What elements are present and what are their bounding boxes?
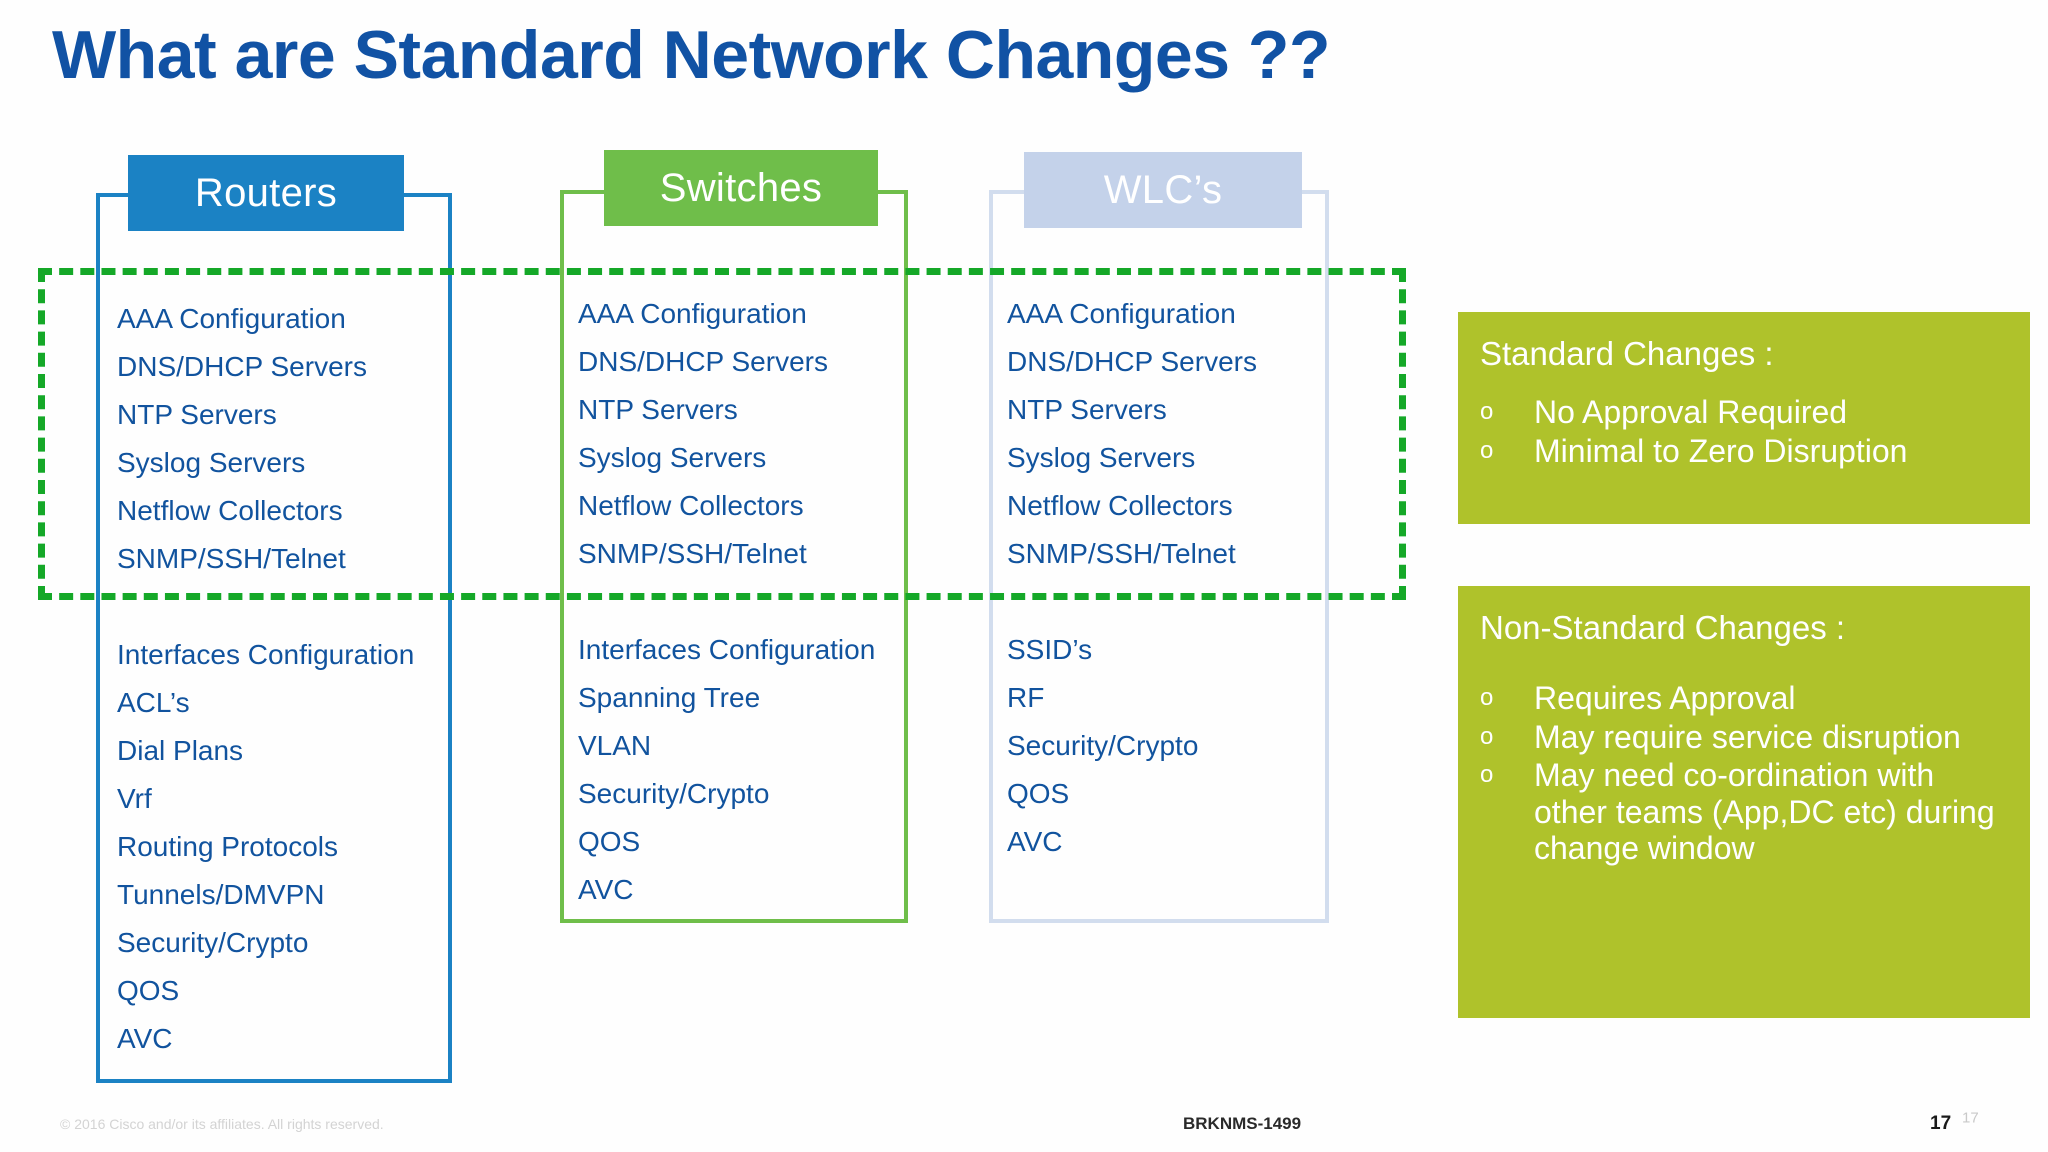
bullet-text: Minimal to Zero Disruption — [1534, 432, 1908, 469]
standard-changes-panel: Standard Changes : o No Approval Require… — [1458, 312, 2030, 524]
list-item: Spanning Tree — [578, 682, 761, 713]
list-item: RF — [1007, 682, 1045, 713]
footer-page-number: 17 — [1930, 1113, 1952, 1134]
list-item: Routing Protocols — [117, 831, 339, 862]
list-item: VLAN — [578, 730, 652, 761]
footer-copyright: © 2016 Cisco and/or its affiliates. All … — [60, 1116, 384, 1132]
list-item: Syslog Servers — [117, 447, 306, 478]
bullet-item: o Requires Approval — [1480, 680, 2004, 716]
list-item: ACL’s — [117, 687, 190, 718]
circle-bullet-icon: o — [1480, 722, 1494, 750]
list-item: Dial Plans — [117, 735, 244, 766]
list-item: AAA Configuration — [1007, 298, 1236, 329]
column-list-switches: AAA Configuration DNS/DHCP Servers NTP S… — [578, 290, 875, 914]
list-item: QOS — [117, 975, 180, 1006]
bullet-item: o May need co-ordination with other team… — [1480, 757, 2004, 866]
column-list-wlcs: AAA Configuration DNS/DHCP Servers NTP S… — [1007, 290, 1257, 866]
list-item: NTP Servers — [1007, 394, 1167, 425]
list-item: AVC — [1007, 826, 1063, 857]
circle-bullet-icon: o — [1480, 398, 1494, 426]
list-item: DNS/DHCP Servers — [1007, 346, 1257, 377]
list-spacer — [578, 578, 875, 626]
column-header-routers[interactable]: Routers — [128, 155, 404, 231]
column-header-label: Routers — [194, 170, 338, 215]
list-item: DNS/DHCP Servers — [578, 346, 828, 377]
list-item: QOS — [578, 826, 641, 857]
panel-title: Non-Standard Changes : — [1480, 609, 1846, 646]
list-item: AVC — [578, 874, 634, 905]
list-item: AAA Configuration — [578, 298, 807, 329]
list-item: Security/Crypto — [117, 927, 309, 958]
list-item: Netflow Collectors — [578, 490, 804, 521]
list-item: Interfaces Configuration — [578, 634, 876, 665]
list-item: SSID’s — [1007, 634, 1093, 665]
non-standard-changes-panel: Non-Standard Changes : o Requires Approv… — [1458, 586, 2030, 1018]
bullet-item: o No Approval Required — [1480, 394, 2004, 430]
footer-page-number-ghost: 17 — [1962, 1109, 1979, 1127]
list-item: QOS — [1007, 778, 1070, 809]
circle-bullet-icon: o — [1480, 436, 1494, 464]
list-item: NTP Servers — [117, 399, 277, 430]
circle-bullet-icon: o — [1480, 684, 1494, 712]
list-item: Security/Crypto — [578, 778, 770, 809]
list-item: AVC — [117, 1023, 173, 1054]
column-header-label: WLC’s — [1103, 167, 1223, 212]
list-item: Interfaces Configuration — [117, 639, 415, 670]
list-item: DNS/DHCP Servers — [117, 351, 367, 382]
column-header-label: Switches — [659, 165, 823, 210]
footer-session-code: BRKNMS-1499 — [1183, 1114, 1302, 1133]
list-item: AAA Configuration — [117, 303, 346, 334]
list-spacer — [117, 583, 414, 631]
bullet-text: No Approval Required — [1534, 394, 1848, 431]
circle-bullet-icon: o — [1480, 761, 1494, 789]
column-header-switches[interactable]: Switches — [604, 150, 878, 226]
list-item: Tunnels/DMVPN — [117, 879, 325, 910]
list-item: Vrf — [117, 783, 152, 814]
list-item: SNMP/SSH/Telnet — [578, 538, 807, 569]
page-title: What are Standard Network Changes ?? — [52, 17, 1330, 93]
list-item: NTP Servers — [578, 394, 738, 425]
list-spacer — [1007, 578, 1257, 626]
bullet-text: Requires Approval — [1534, 680, 1796, 717]
list-item: SNMP/SSH/Telnet — [117, 543, 346, 574]
bullet-item: o Minimal to Zero Disruption — [1480, 433, 2004, 469]
bullet-text: May need co-ordination with other teams … — [1534, 757, 1995, 867]
panel-title: Standard Changes : — [1480, 335, 1774, 372]
list-item: Syslog Servers — [578, 442, 767, 473]
list-item: Netflow Collectors — [117, 495, 343, 526]
bullet-text: May require service disruption — [1534, 718, 1961, 755]
column-list-routers: AAA Configuration DNS/DHCP Servers NTP S… — [117, 295, 414, 1063]
list-item: SNMP/SSH/Telnet — [1007, 538, 1236, 569]
column-header-wlcs[interactable]: WLC’s — [1024, 152, 1302, 228]
list-item: Netflow Collectors — [1007, 490, 1233, 521]
list-item: Syslog Servers — [1007, 442, 1196, 473]
bullet-item: o May require service disruption — [1480, 719, 2004, 755]
list-item: Security/Crypto — [1007, 730, 1199, 761]
